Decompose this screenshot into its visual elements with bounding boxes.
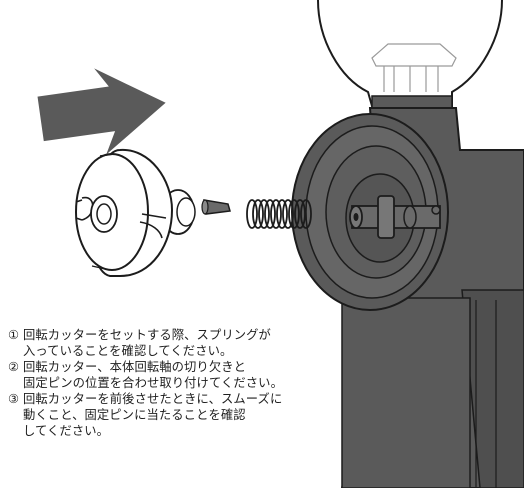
instruction-list: ① 回転カッターをセットする際、スプリングが 入っていることを確認してください。…	[8, 327, 368, 439]
rotary-cutter	[75, 148, 196, 277]
arrow-right-icon	[37, 68, 166, 155]
step-number: ②	[8, 360, 20, 374]
spring	[246, 199, 312, 229]
instruction-step-1: ① 回転カッターをセットする際、スプリングが 入っていることを確認してください。	[8, 327, 368, 359]
step-number: ③	[8, 392, 20, 406]
instruction-step-3: ③ 回転カッターを前後させたときに、スムーズに 動くこと、固定ピンに当たることを…	[8, 391, 368, 439]
hopper	[317, 0, 503, 111]
step-text: 回転カッターをセットする際、スプリングが 入っていることを確認してください。	[23, 328, 271, 358]
main-body-shaft	[291, 107, 524, 488]
instruction-step-2: ② 回転カッター、本体回転軸の切り欠きと 固定ピンの位置を合わせ取り付けてくださ…	[8, 359, 368, 391]
step-number: ①	[8, 328, 20, 342]
fixing-pin	[201, 199, 231, 215]
step-text: 回転カッターを前後させたときに、スムーズに 動くこと、固定ピンに当たることを確認…	[23, 392, 283, 438]
step-text: 回転カッター、本体回転軸の切り欠きと 固定ピンの位置を合わせ取り付けてください。	[23, 360, 283, 390]
